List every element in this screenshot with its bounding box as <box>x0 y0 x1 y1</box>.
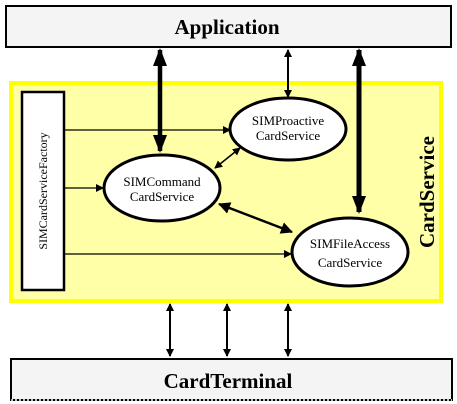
command-line1: SIMCommand <box>123 174 201 189</box>
command-node: SIMCommand CardService <box>102 153 222 223</box>
fileaccess-line2: CardService <box>318 255 382 270</box>
cardservice-layer: CardService <box>9 81 443 303</box>
application-label: Application <box>174 15 279 39</box>
cardterminal-box: CardTerminal <box>10 358 453 401</box>
proactive-line2: CardService <box>256 128 320 143</box>
factory-box: SIMCardServiceFactory <box>20 90 66 292</box>
cardservice-label: CardService <box>415 136 439 248</box>
fileaccess-line1: SIMFileAccess <box>310 236 390 251</box>
proactive-line1: SIMProactive <box>252 113 324 128</box>
factory-label: SIMCardServiceFactory <box>36 132 50 249</box>
application-box: Application <box>5 5 452 48</box>
command-fileaccess-arrow <box>218 202 293 234</box>
cardterminal-label: CardTerminal <box>164 369 293 393</box>
proactive-command-arrow <box>214 147 241 169</box>
command-line2: CardService <box>130 189 194 204</box>
proactive-node: SIMProactive CardService <box>228 96 348 162</box>
fileaccess-node: SIMFileAccess CardService <box>290 216 410 288</box>
